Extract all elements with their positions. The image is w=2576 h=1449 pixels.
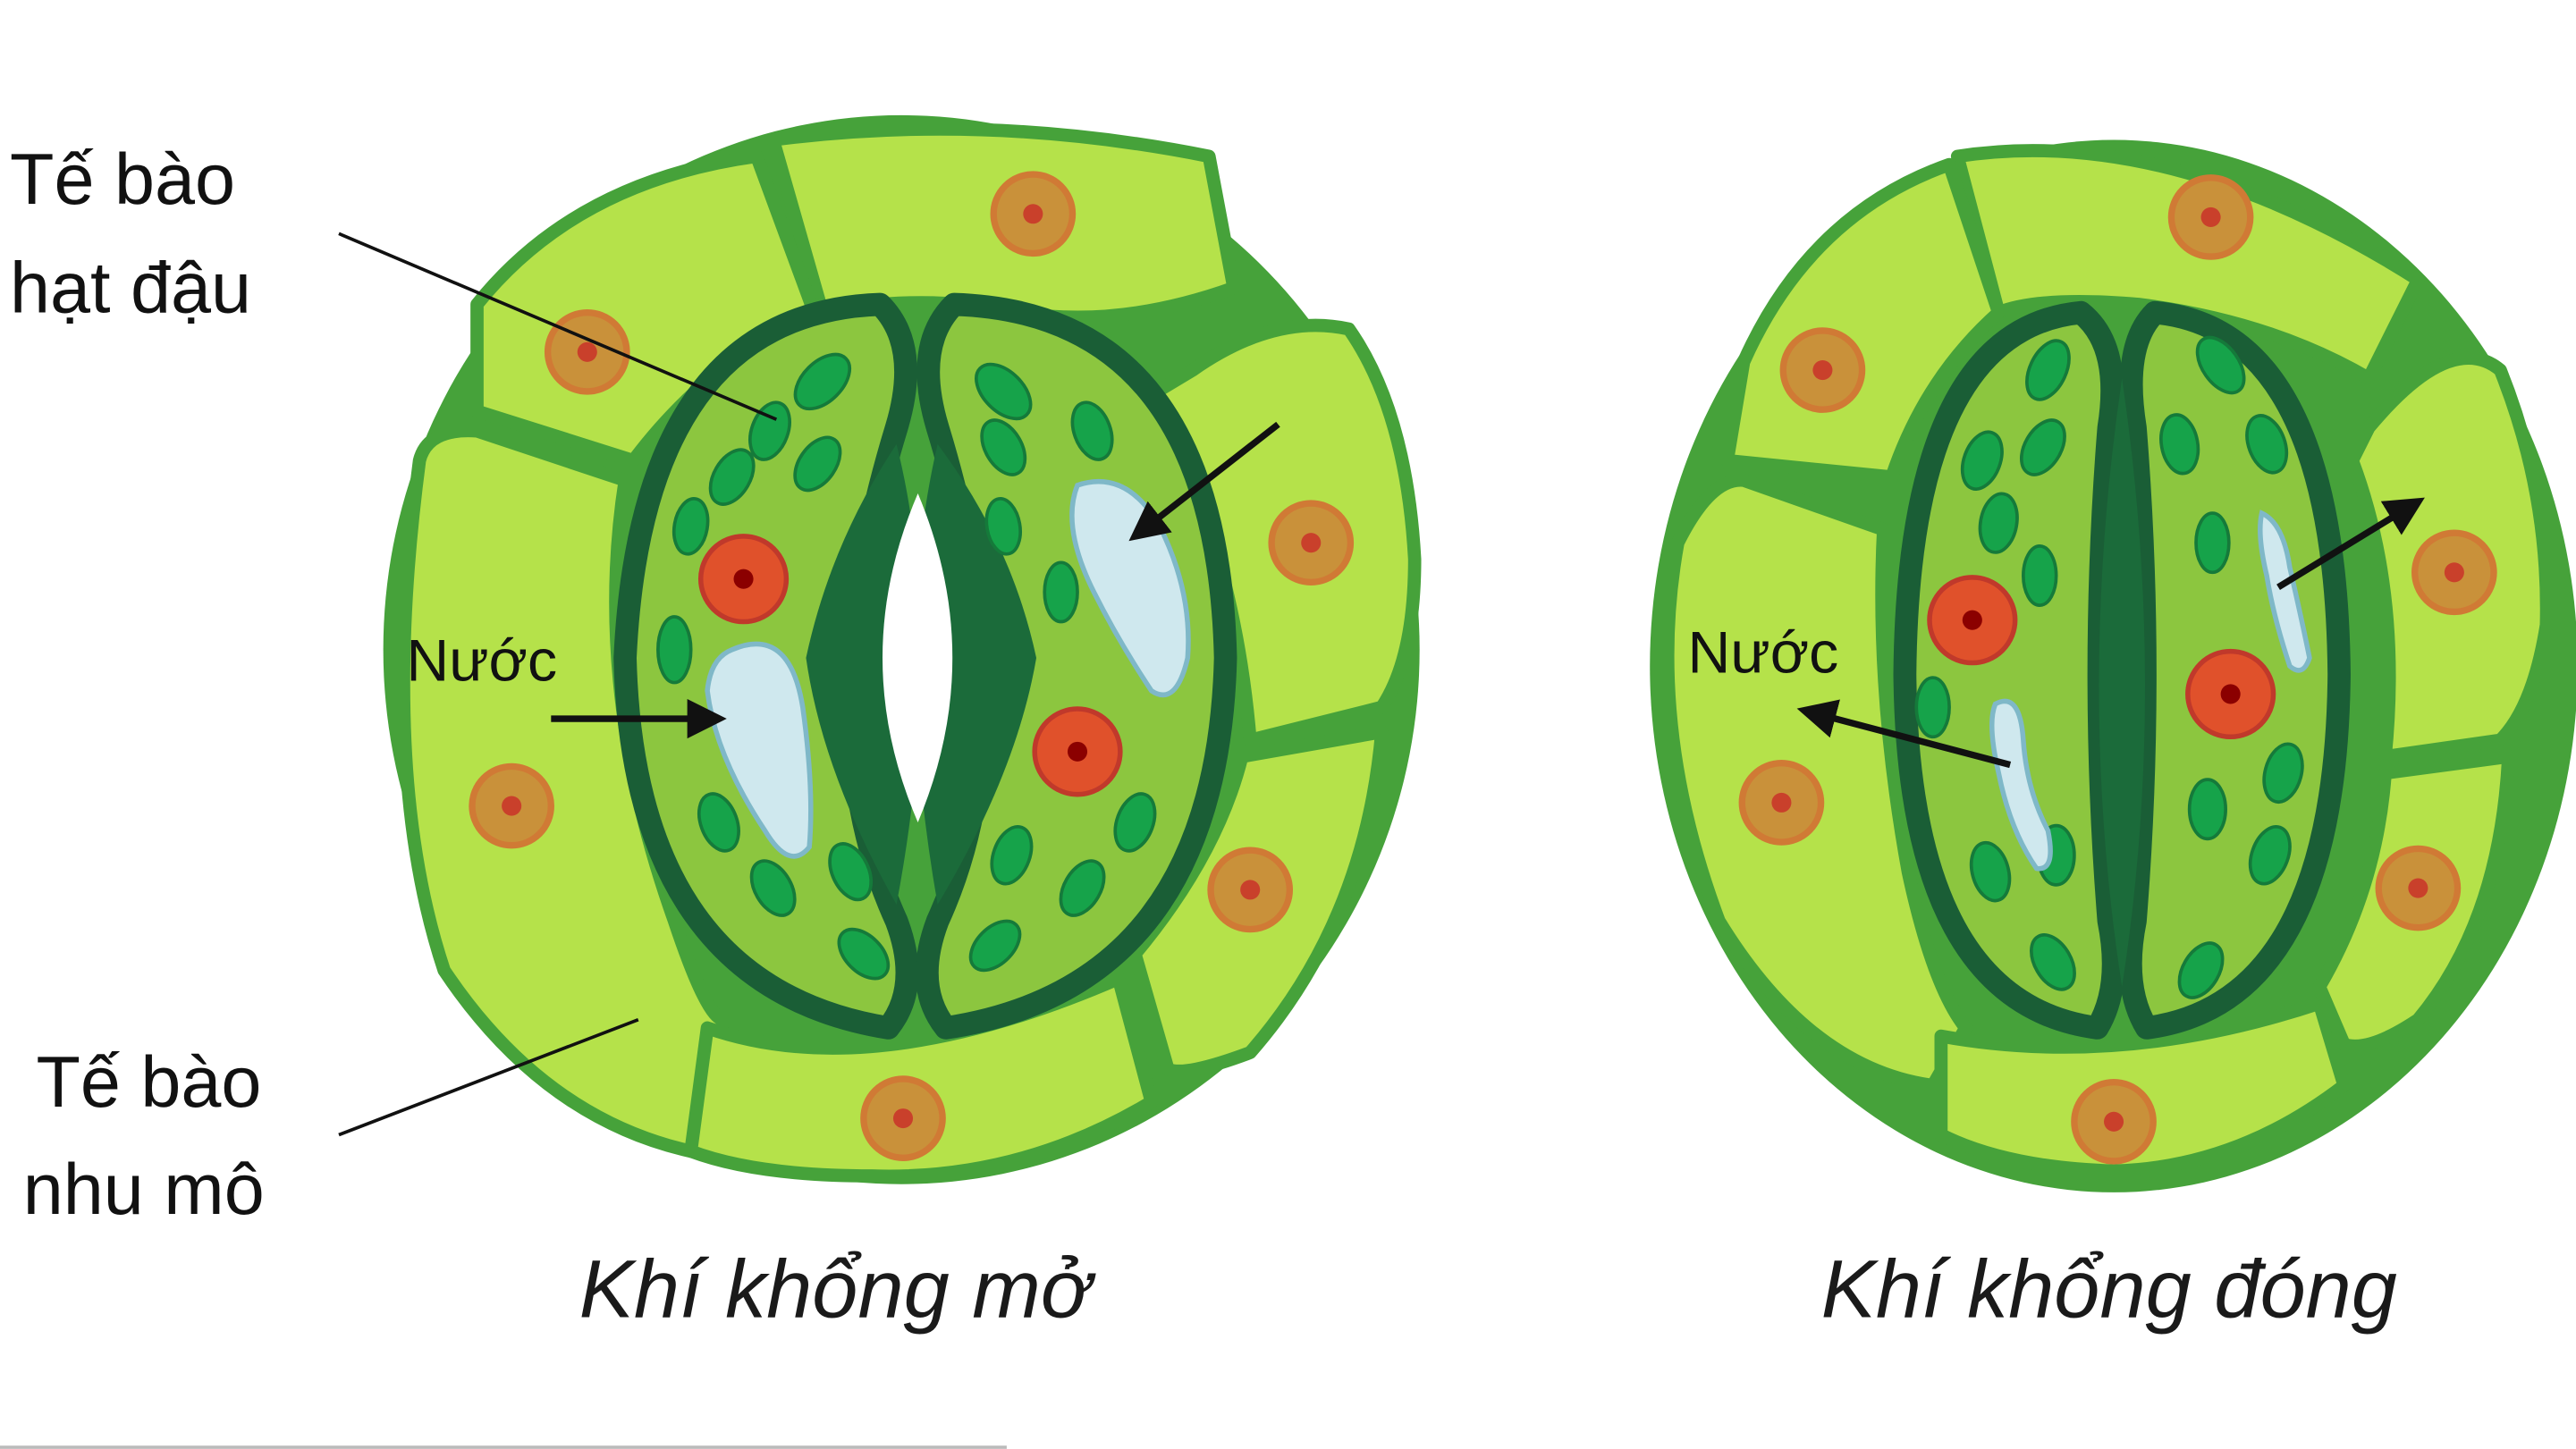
water-label-open: Nước	[406, 628, 557, 695]
guard-cell-label-line1: Tế bào	[10, 139, 235, 220]
parenchyma-cell-label: Tế bào nhu mô	[23, 1042, 282, 1230]
parenchyma-label-line2: nhu mô	[23, 1150, 265, 1230]
caption-open: Khí khổng mở	[579, 1244, 1096, 1335]
water-label-closed: Nước	[1688, 620, 1839, 687]
parenchyma-label-line1: Tế bào	[36, 1042, 261, 1123]
guard-cell-label: Tế bào hạt đậu	[10, 139, 255, 328]
caption-closed: Khí khổng đóng	[1821, 1244, 2397, 1335]
guard-cell-label-line2: hạt đậu	[10, 249, 251, 329]
